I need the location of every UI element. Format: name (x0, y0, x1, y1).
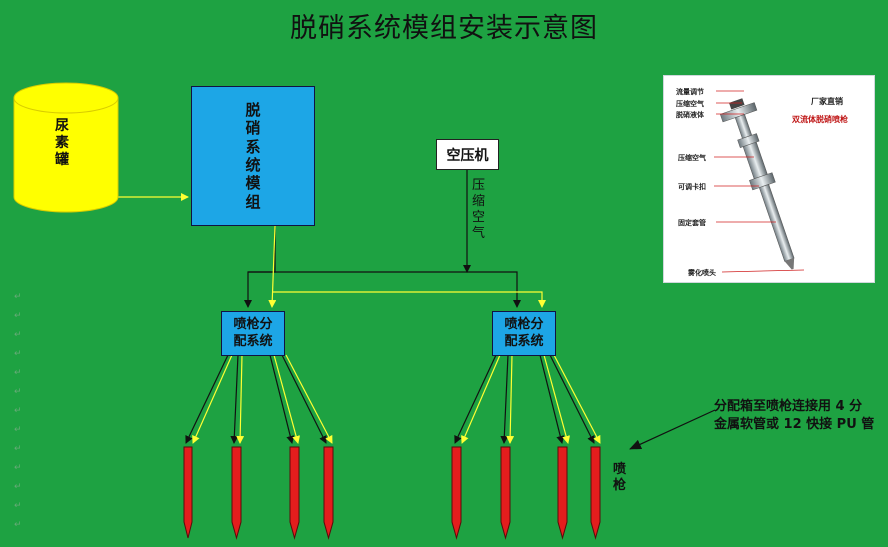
spray-gun-illustration (714, 90, 805, 273)
module-air-left (244, 226, 276, 308)
paragraph-marks: ↵↵↵↵↵↵↵↵↵↵↵↵↵ (14, 292, 22, 530)
urea-tank-label: 尿素罐 (55, 118, 69, 169)
spray-gun (557, 446, 568, 540)
spray-gun (289, 446, 300, 540)
spray-gun (590, 446, 601, 540)
page-title: 脱硝系统模组安装示意图 (290, 13, 598, 44)
air-header (248, 271, 521, 308)
photo-maker-text: 厂家直销 (811, 97, 843, 106)
spray-gun (451, 446, 462, 540)
module-liquid-down (268, 225, 277, 308)
compressed-air-label: 压缩空气 (472, 178, 486, 241)
denox-module-box: 脱硝系 统模组 (191, 86, 315, 226)
spray-gun-photo: 流量调节 压缩空气 脱硝液体 压缩空气 可调卡扣 固定套管 雾化喷头 厂家直销 … (664, 76, 874, 282)
hose-note: 分配箱至喷枪连接用 4 分 金属软管或 12 快接 PU 管 (714, 399, 875, 432)
photo-part-label: 压缩空气 (678, 154, 706, 162)
spray-gun (231, 446, 242, 540)
photo-part-label: 可调卡扣 (678, 183, 706, 191)
photo-product-text: 双流体脱硝喷枪 (792, 115, 848, 124)
photo-part-label: 雾化喷头 (688, 269, 716, 277)
left-gun-hoses (185, 354, 333, 444)
photo-part-label: 脱硝液体 (676, 111, 704, 119)
photo-part-label: 压缩空气 (676, 100, 704, 108)
spray-gun-label: 喷枪 (613, 462, 627, 493)
distribution-box-left: 喷枪分配系统 (221, 311, 285, 356)
liquid-header (273, 291, 546, 308)
distribution-box-right: 喷枪分配系统 (492, 311, 556, 356)
spray-gun (323, 446, 334, 540)
spray-guns (183, 446, 601, 540)
note-arrow (629, 409, 716, 450)
air-compressor-box: 空压机 (436, 139, 499, 170)
spray-gun (183, 446, 193, 539)
urea-tank (13, 82, 119, 213)
photo-part-label: 流量调节 (676, 88, 704, 96)
spray-gun (500, 446, 511, 540)
right-gun-hoses (454, 354, 601, 444)
photo-part-label: 固定套管 (678, 219, 706, 227)
